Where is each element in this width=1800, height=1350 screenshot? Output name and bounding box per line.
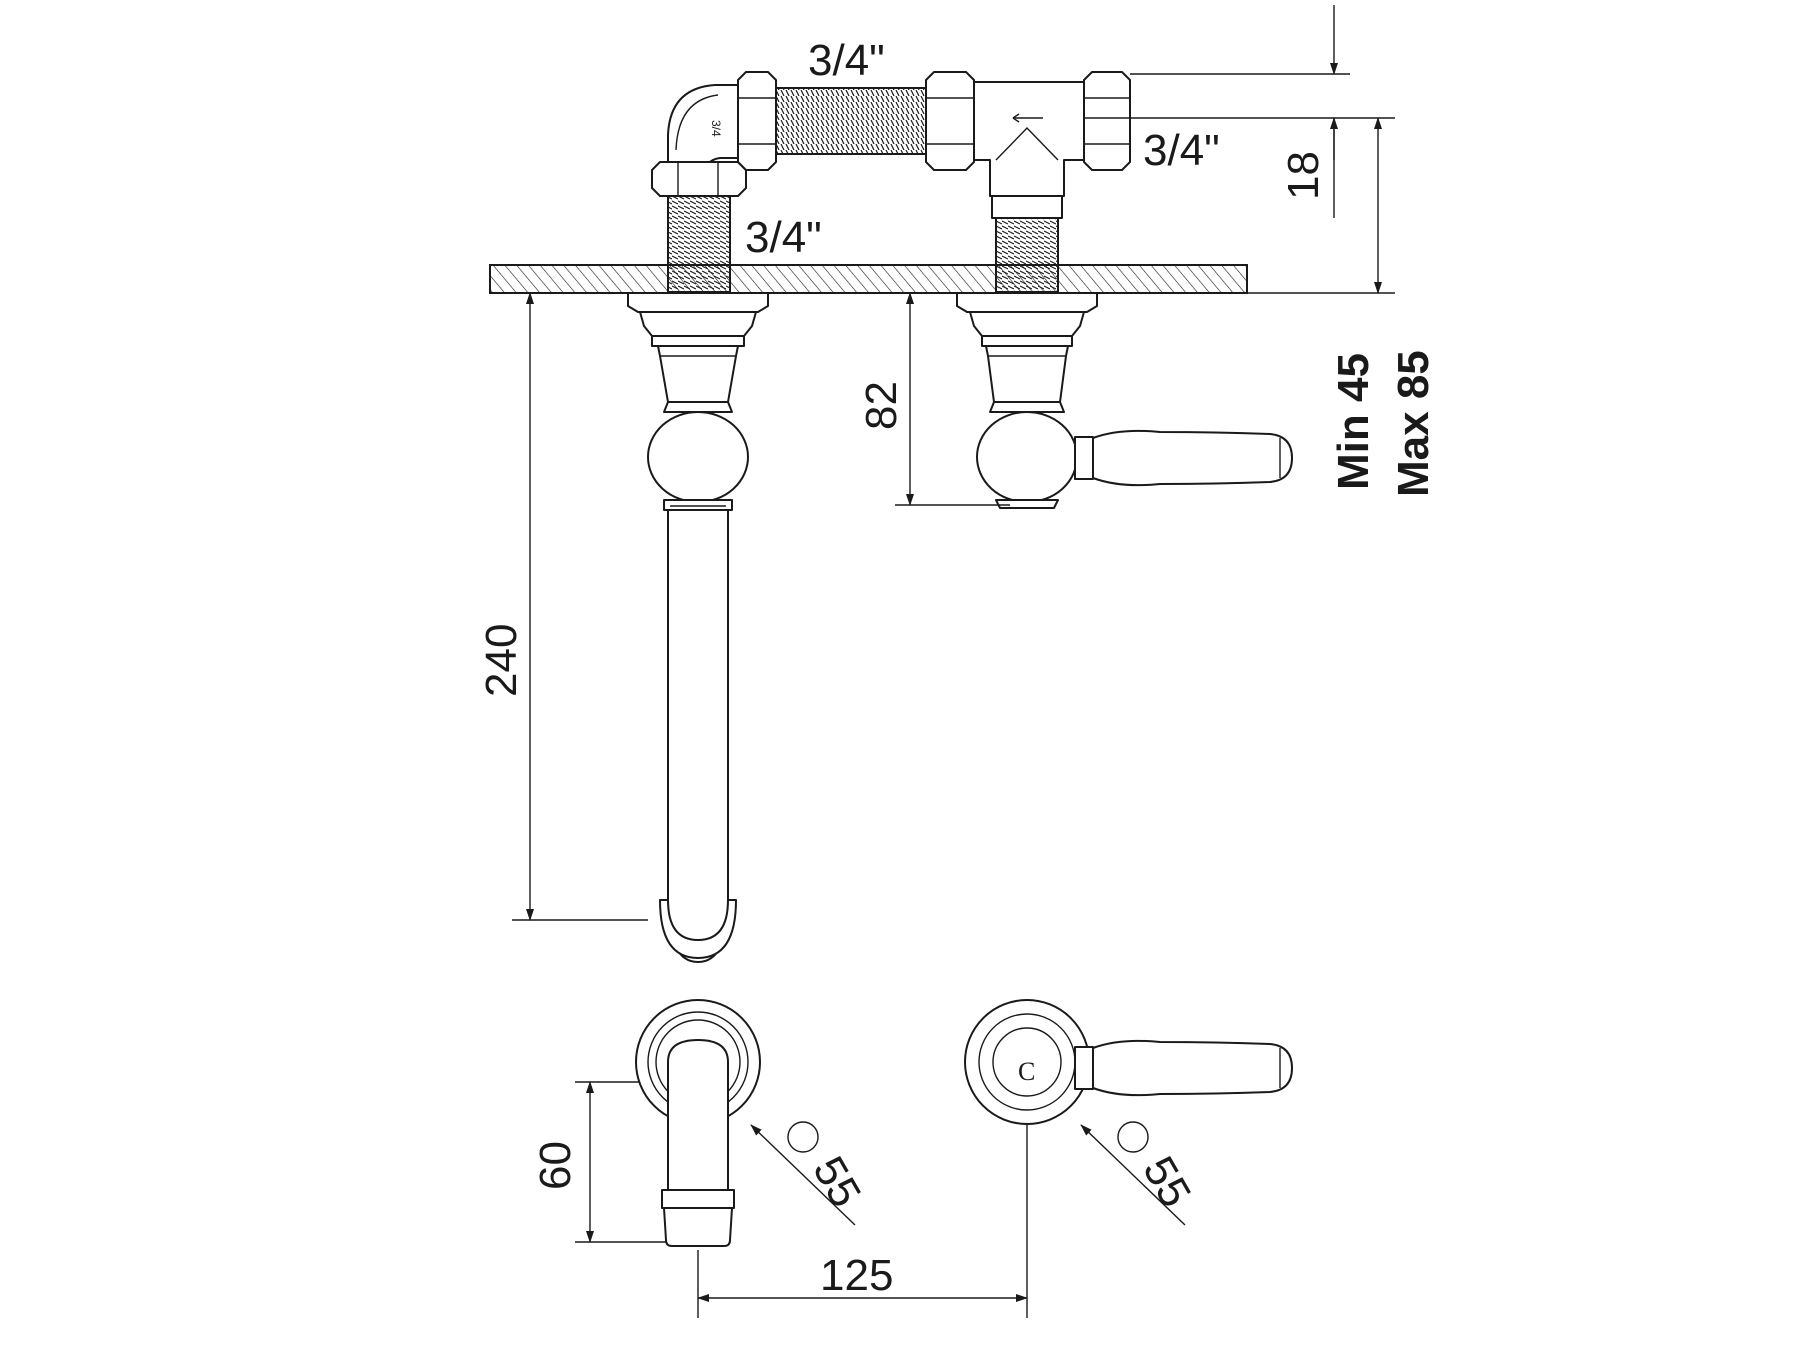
handle-side-view	[956, 292, 1293, 509]
dimension-lines	[512, 5, 1395, 1318]
dim-rosette-right: 55	[1133, 1149, 1200, 1216]
dim-rosette-left: 55	[803, 1149, 870, 1216]
dim-spacing: 125	[820, 1251, 893, 1300]
dim-handle-height: 82	[857, 381, 906, 430]
cold-indicator-label: C	[1018, 1057, 1035, 1086]
dim-wall-min: Min 45	[1329, 353, 1378, 490]
dim-thread-right: 3/4"	[1143, 126, 1220, 175]
dim-wall-max: Max 85	[1389, 350, 1438, 497]
dim-thread-top: 3/4"	[808, 36, 885, 85]
dim-spout-length: 240	[477, 624, 526, 697]
dimension-labels: 3/4" 3/4" 3/4" 18 Min 45 Max 85 82 240 6…	[477, 36, 1438, 1300]
spout-front-view	[635, 999, 761, 1247]
dim-offset-18: 18	[1279, 151, 1328, 200]
wall-section	[489, 264, 1248, 294]
dim-thread-left: 3/4"	[745, 213, 822, 262]
dim-spout-height: 60	[531, 1141, 580, 1190]
spout-side-view	[627, 292, 769, 963]
concealed-body: 3/4	[651, 71, 1131, 293]
elbow-thread-mark: 3/4	[709, 120, 723, 137]
handle-front-view: C	[964, 999, 1293, 1125]
